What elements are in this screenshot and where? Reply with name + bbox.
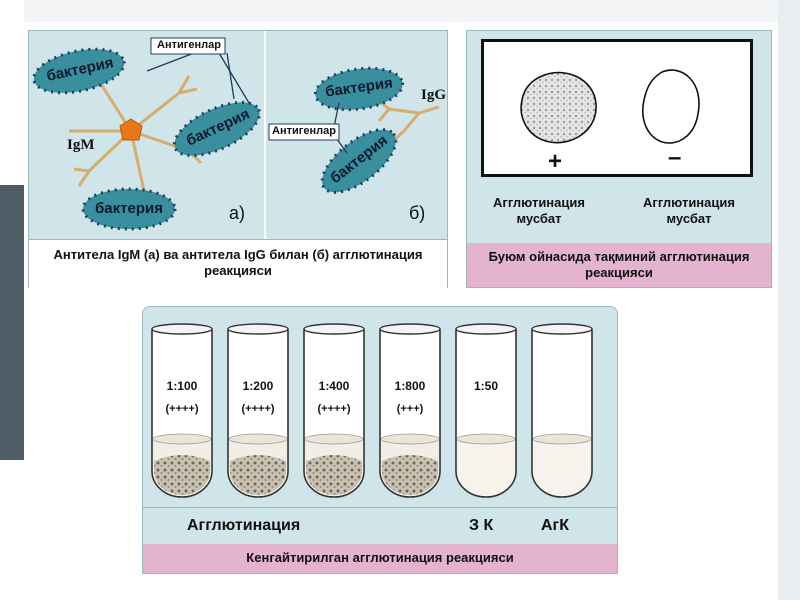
test-tube: 1:800 (+++)	[377, 321, 443, 501]
tube-row: 1:100 (++++) 1:200 (++++) 1:400 (++++) 1:800 (+…	[143, 307, 619, 507]
tube-dilution-label: 1:200	[242, 379, 274, 393]
test-tube: 1:400 (++++)	[301, 321, 367, 501]
tube-dilution-label: 1:50	[473, 379, 499, 393]
control-label-1: З К	[469, 517, 494, 534]
tube-dilution-label: 1:100	[166, 379, 198, 393]
sublabel-a: а)	[229, 203, 246, 223]
igg-label: IgG	[421, 87, 447, 103]
background-left-bar	[0, 185, 24, 460]
bacterium-a3	[81, 187, 177, 231]
plus-symbol: +	[548, 148, 563, 175]
igm-label: IgM	[67, 137, 95, 153]
tube-glass	[227, 323, 289, 498]
test-tube	[529, 321, 595, 501]
antigen-arrows-a	[146, 52, 250, 104]
control-label-2: АгК	[541, 517, 569, 534]
antibody-caption-bar: Антитела IgM (а) ва антитела IgG билан (…	[29, 239, 447, 288]
tube-caption: Кенгайтирилган агглютинация реакцияси	[246, 550, 514, 565]
test-tube: 1:100 (++++)	[149, 321, 215, 501]
tube-caption-bar: Кенгайтирилган агглютинация реакцияси	[143, 544, 617, 573]
sublabel-b: б)	[409, 203, 426, 223]
negative-drop	[642, 69, 700, 144]
antibody-diagram	[32, 31, 440, 239]
antigen-box-a	[150, 37, 226, 55]
agglutination-bar: Агглютинация З К АгК	[143, 507, 617, 544]
bacterium-a1	[32, 47, 126, 95]
test-tube: 1:200 (++++)	[225, 321, 291, 501]
background-top-bar	[24, 0, 800, 22]
tube-dilution-label: 1:400	[318, 379, 350, 393]
tube-panel: 1:100 (++++) 1:200 (++++) 1:400 (++++) 1:800 (+…	[142, 306, 618, 574]
antigen-label-a: Антигенлар	[157, 39, 221, 51]
positive-label: Агглютинация мусбат	[493, 195, 585, 226]
bacterium-b1	[313, 66, 405, 112]
antigen-label-b: Антигенлар	[272, 125, 336, 137]
bacteria-label-a3: бактерия	[95, 200, 163, 217]
bacterium-a2	[172, 100, 262, 158]
tube-glass	[379, 323, 441, 498]
antibody-caption: Антитела IgM (а) ва антитела IgG билан (…	[53, 247, 423, 278]
glass-caption-bar: Буюм ойнасида тақминий агглютинация реак…	[467, 243, 771, 287]
bacterium-b2	[320, 128, 398, 194]
antigen-box-b	[268, 123, 340, 141]
glass-slide: + –	[481, 39, 753, 177]
tube-result-label: (++++)	[317, 403, 351, 415]
glass-test-panel: + – Агглютинация мусбат Агглютинация мус…	[466, 30, 772, 288]
tube-glass	[455, 323, 517, 498]
igm-core	[119, 118, 143, 141]
tube-glass	[303, 323, 365, 498]
minus-symbol: –	[668, 144, 682, 171]
tube-glass	[151, 323, 213, 498]
background-right-bar	[778, 0, 800, 600]
glass-drops	[520, 69, 700, 144]
tube-result-label: (+++)	[396, 403, 424, 415]
tube-result-label: (++++)	[241, 403, 275, 415]
tube-glass	[531, 323, 593, 498]
tube-result-label: (++++)	[165, 403, 199, 415]
test-tube: 1:50	[453, 321, 519, 501]
positive-drop	[520, 71, 597, 144]
tube-dilution-label: 1:800	[394, 379, 426, 393]
antibody-panel: Антигенлар бактерия бактерия бактерия Ig…	[28, 30, 448, 288]
agglutination-label: Агглютинация	[187, 517, 301, 534]
glass-caption: Буюм ойнасида тақминий агглютинация реак…	[488, 249, 750, 280]
negative-label: Агглютинация мусбат	[643, 195, 735, 226]
